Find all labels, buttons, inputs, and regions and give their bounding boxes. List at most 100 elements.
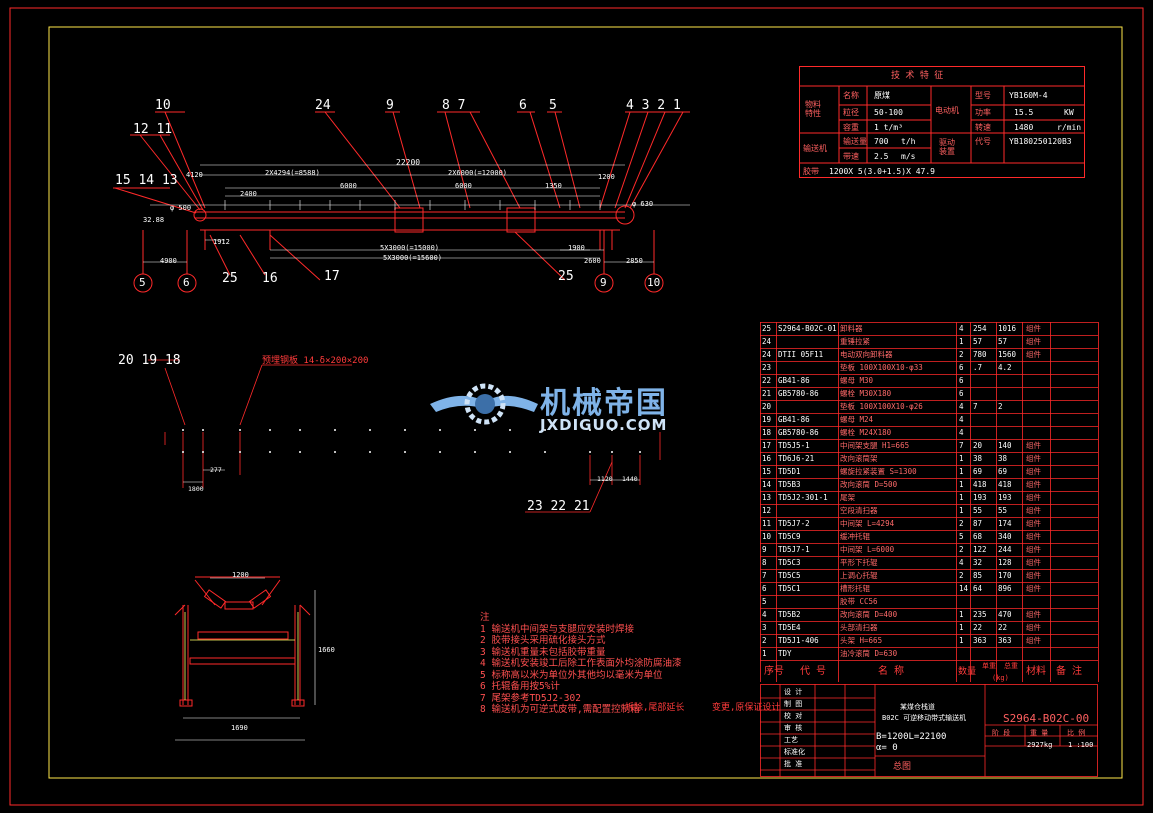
note-line: 注 (480, 612, 490, 623)
callout-24: 24 (315, 98, 331, 113)
bom-unit-weight: .7 (973, 363, 983, 372)
bom-unit-weight: 418 (973, 480, 987, 489)
bom-total-weight: 55 (998, 506, 1008, 515)
bom-code: TD5B2 (778, 610, 801, 619)
bom-no: 24 (762, 350, 772, 359)
bom-name: 螺栓 M30X180 (840, 389, 892, 398)
bom-unit-weight: 57 (973, 337, 983, 346)
dim-1200: 1200 (598, 173, 615, 181)
title-weight-label: 重 量 (1030, 729, 1049, 737)
spec-speed-value: 1480 (1014, 123, 1034, 132)
note-line: 3 输送机重量未包括胶带重量 (480, 646, 606, 658)
bom-qty: 5 (959, 532, 964, 541)
title-project-line1: 某煤仓栈道 (900, 703, 935, 711)
bom-qty: 1 (959, 493, 964, 502)
bom-unit-weight: 363 (973, 636, 987, 645)
bom-unit-weight: 22 (973, 623, 983, 632)
bom-qty: 14 (959, 584, 969, 593)
bom-material: 组件 (1026, 571, 1041, 580)
spec-belt-value: 1200X 5(3.0+1.5)X 47.9 (829, 167, 935, 176)
title-param-1: B=1200L=22100 (876, 732, 947, 742)
bom-code: GB5780-86 (778, 389, 819, 398)
watermark-logo: 机械帝国 JXDIGUO.COM (430, 372, 730, 442)
bom-table-grid (760, 322, 1099, 682)
callout-17: 17 (324, 269, 340, 284)
bom-name: 电动双向卸料器 (840, 350, 893, 359)
notes-aside-2: 变更,原保证设计 (712, 703, 781, 713)
spec-model-value: YB160M-4 (1009, 91, 1048, 100)
bom-no: 25 (762, 324, 772, 333)
bom-no: 22 (762, 376, 772, 385)
bom-no: 8 (762, 558, 767, 567)
bom-no: 15 (762, 467, 772, 476)
bom-no: 14 (762, 480, 772, 489)
bom-name: 中间架 L=4294 (840, 519, 895, 528)
bom-header-weight-unit: (kg) (992, 674, 1009, 682)
bom-material: 组件 (1026, 454, 1041, 463)
bom-name: 槽形托辊 (840, 584, 870, 593)
dim-1912: 1912 (213, 238, 230, 246)
callout-15-14-13: 15 14 13 (115, 173, 178, 188)
bom-no: 10 (762, 532, 772, 541)
bom-header-material: 材料 (1026, 666, 1046, 677)
bom-qty: 1 (959, 454, 964, 463)
bom-total-weight: 128 (998, 558, 1012, 567)
bom-header: 序号 代 号 名 称 数量 单重 总重 (kg) 材料 备 注 (760, 660, 1098, 684)
dim-6000b: 6000 (455, 182, 472, 190)
bom-material: 组件 (1026, 493, 1041, 502)
spec-code-value: YB180250120B3 (1009, 137, 1072, 146)
dim-2600: 2600 (584, 257, 601, 265)
bom-no: 2 (762, 636, 767, 645)
bom-unit-weight: 193 (973, 493, 987, 502)
bom-qty: 1 (959, 467, 964, 476)
plan-embedded-plate-label: 预埋钢板 14-δ×200×200 (262, 356, 369, 366)
callout-25-left: 25 (222, 271, 238, 286)
callout-23-22-21: 23 22 21 (527, 499, 590, 514)
dim-total: 22200 (396, 158, 421, 167)
spec-material-label: 物料 特性 (805, 100, 821, 118)
bom-qty: 1 (959, 337, 964, 346)
callout-8-7: 8 7 (442, 98, 466, 113)
bom-name: 垫板 100X100X10-φ26 (840, 402, 923, 411)
bom-material: 组件 (1026, 480, 1041, 489)
bom-material: 组件 (1026, 441, 1041, 450)
bom-no: 6 (762, 584, 767, 593)
bom-unit-weight: 235 (973, 610, 987, 619)
bom-material: 组件 (1026, 636, 1041, 645)
note-line: 1 输送机中间架与支腿应安装时焊接 (480, 623, 634, 635)
note-line: 4 输送机安装竣工后除工作表面外均涂防腐油漆 (480, 658, 682, 669)
spec-power-unit: KW (1064, 108, 1074, 117)
title-param-2: α= 0 (876, 743, 898, 753)
spec-title: 技 术 特 征 (891, 71, 944, 81)
dim-cs-1690: 1690 (231, 724, 248, 732)
bom-no: 24 (762, 337, 772, 346)
note-line: 8 输送机为可逆式皮带,需配置控制箱 (480, 704, 640, 715)
bom-name: 头部清扫器 (840, 623, 878, 632)
bom-total-weight: 1016 (998, 324, 1017, 333)
bom-code: DTII 05F11 (778, 350, 824, 359)
bom-header-no: 序号 (764, 666, 784, 677)
bom-qty: 1 (959, 610, 964, 619)
bom-unit-weight: 32 (973, 558, 983, 567)
bom-unit-weight: 20 (973, 441, 983, 450)
bom-no: 5 (762, 597, 767, 606)
axis-circle-5: 5 (139, 276, 146, 289)
bom-total-weight: 2 (998, 402, 1003, 411)
spec-table-grid (799, 66, 1085, 178)
bom-name: 平形下托辊 (840, 558, 878, 567)
bom-code: TD5J1-406 (778, 636, 819, 645)
note-line: 2 胶带接头采用硫化接头方式 (480, 635, 606, 646)
bom-name: 改向滚筒 D=500 (840, 480, 898, 489)
bom-material: 组件 (1026, 584, 1041, 593)
bom-no: 7 (762, 571, 767, 580)
title-role-label: 校 对 (784, 712, 803, 720)
